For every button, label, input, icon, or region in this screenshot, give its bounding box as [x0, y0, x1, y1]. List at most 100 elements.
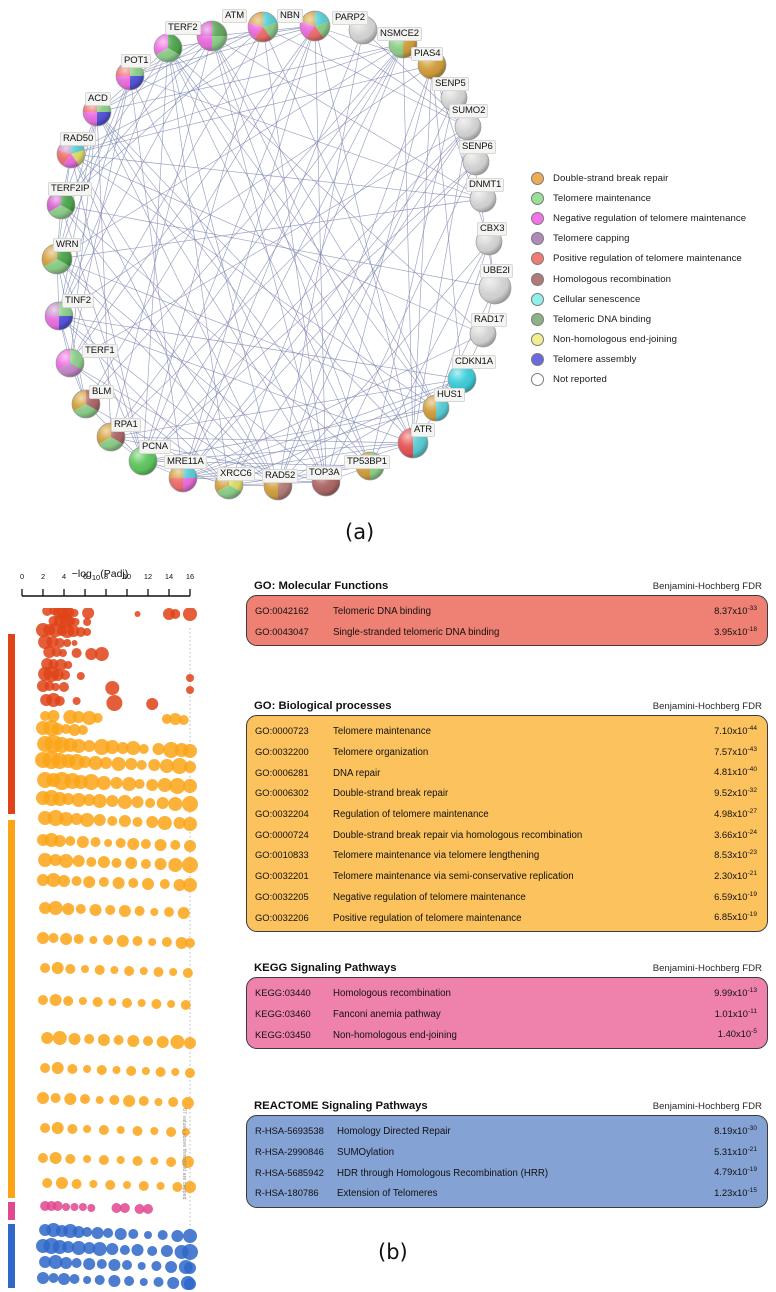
term-id: R-HSA-5693538 [255, 1125, 324, 1137]
network-node-dnmt1[interactable] [469, 185, 497, 213]
network-node-ube2i[interactable] [478, 271, 512, 305]
scatter-point [105, 681, 120, 695]
legend-label: Cellular senescence [553, 293, 641, 305]
fdr-exponent: -5 [751, 1028, 757, 1036]
legend-swatch-icon [531, 171, 544, 185]
scatter-point [71, 1179, 82, 1189]
x-tick-label: 6 [82, 572, 88, 581]
scatter-point [40, 1123, 51, 1133]
network-node-label-nsmce2: NSMCE2 [377, 27, 422, 41]
scatter-point [83, 1258, 96, 1270]
category-bar [8, 1202, 15, 1220]
scatter-point [153, 967, 164, 977]
scatter-point [61, 724, 72, 734]
term-name: Single-stranded telomeric DNA binding [333, 626, 500, 638]
network-node-cdkn1a[interactable] [447, 364, 477, 394]
network-node-label-terf1: TERF1 [82, 344, 118, 358]
scatter-point [165, 1261, 178, 1273]
legend-label: Non-homologous end-joining [553, 334, 677, 346]
scatter-point [63, 639, 72, 647]
network-node-rad50[interactable] [56, 139, 86, 169]
network-node-rad17[interactable] [469, 320, 497, 348]
scatter-point [116, 1126, 125, 1134]
scatter-point [181, 1156, 194, 1168]
network-node-nbn[interactable] [299, 10, 331, 42]
scatter-point [59, 682, 69, 692]
term-id: GO:0010833 [255, 849, 309, 861]
scatter-point [71, 793, 86, 807]
network-node-label-rad17: RAD17 [471, 313, 508, 327]
network-node-sumo2[interactable] [454, 113, 482, 141]
network-node-terf2[interactable] [196, 20, 228, 52]
fdr-mantissa: 6.59x10 [714, 890, 748, 902]
scatter-point [151, 999, 162, 1009]
network-node-atm[interactable] [247, 11, 279, 43]
term-name: HDR through Homologous Recombination (HR… [337, 1167, 549, 1179]
network-node-tinf2[interactable] [44, 301, 74, 331]
scatter-point [39, 1256, 52, 1268]
network-node-terf1[interactable] [55, 348, 85, 378]
network-node-pcna[interactable] [128, 446, 158, 476]
scatter-point [39, 902, 52, 914]
network-node-label-cdkn1a: CDKN1A [452, 355, 496, 369]
scatter-point [107, 816, 118, 826]
scatter-point [82, 608, 95, 619]
scatter-point [49, 1152, 62, 1164]
network-node-mre11a[interactable] [168, 463, 198, 493]
scatter-point [55, 1177, 68, 1189]
fdr-mantissa: 7.57x10 [714, 745, 748, 757]
scatter-point [143, 1036, 153, 1046]
network-node-terf2ip[interactable] [46, 190, 76, 220]
scatter-point [69, 1274, 80, 1284]
fdr-mantissa: 8.37x10 [714, 605, 748, 617]
scatter-point [123, 1181, 131, 1189]
section-title: KEGG Signaling Pathways [254, 962, 397, 974]
scatter-point [145, 798, 156, 808]
scatter-point [154, 1098, 163, 1106]
scatter-point [132, 936, 143, 946]
scatter-point [183, 817, 197, 831]
fdr-value: 6.59x10-19 [714, 886, 757, 906]
fdr-value: 1.23x10-15 [714, 1182, 757, 1202]
legend-swatch-icon [531, 191, 544, 205]
scatter-point [182, 796, 198, 812]
scatter-point [42, 1178, 53, 1188]
network-node-label-atr: ATR [411, 423, 435, 437]
scatter-point [83, 1276, 92, 1284]
scatter-point [140, 839, 151, 849]
section-title: GO: Molecular Functions [254, 580, 389, 592]
term-id: KEGG:03450 [255, 1028, 311, 1040]
scatter-point [111, 757, 126, 771]
scatter-point [144, 1231, 152, 1239]
network-node-label-dnmt1: DNMT1 [466, 178, 505, 192]
legend-label: Telomeric DNA binding [553, 313, 652, 325]
scatter-point [67, 1124, 78, 1134]
scatter-point [119, 1203, 130, 1213]
scatter-point [54, 638, 65, 648]
scatter-point [111, 1203, 122, 1213]
network-node-terf2b[interactable] [153, 33, 183, 63]
scatter-point [41, 1032, 54, 1044]
legend-item-telomere-assembly: Telomere assembly [528, 350, 776, 370]
scatter-point [170, 609, 181, 619]
